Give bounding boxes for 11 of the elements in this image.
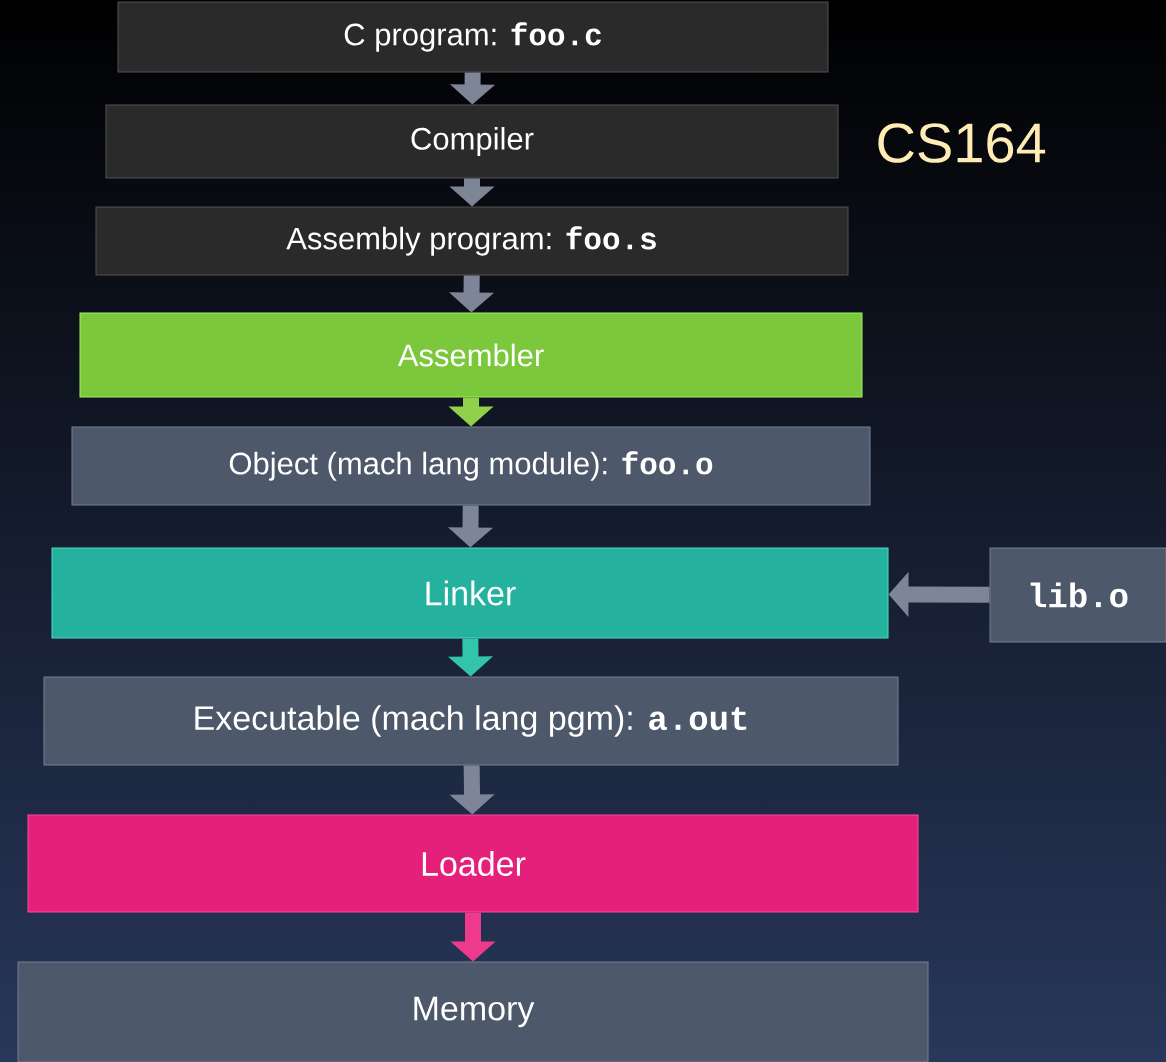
process-box: Loader bbox=[27, 814, 919, 913]
process-box: Executable (mach lang pgm): a.out bbox=[43, 676, 899, 766]
process-box: Linker bbox=[51, 547, 889, 639]
input-box: lib.o bbox=[989, 547, 1166, 643]
course-label: CS164 bbox=[878, 123, 1046, 163]
process-box: Object (mach lang module): foo.o bbox=[71, 426, 871, 506]
process-box: Assembly program: foo.s bbox=[95, 206, 849, 276]
process-box: Memory bbox=[17, 961, 929, 1062]
process-box: Assembler bbox=[79, 312, 863, 398]
process-box: Compiler bbox=[105, 104, 839, 179]
process-box: C program: foo.c bbox=[117, 1, 829, 73]
